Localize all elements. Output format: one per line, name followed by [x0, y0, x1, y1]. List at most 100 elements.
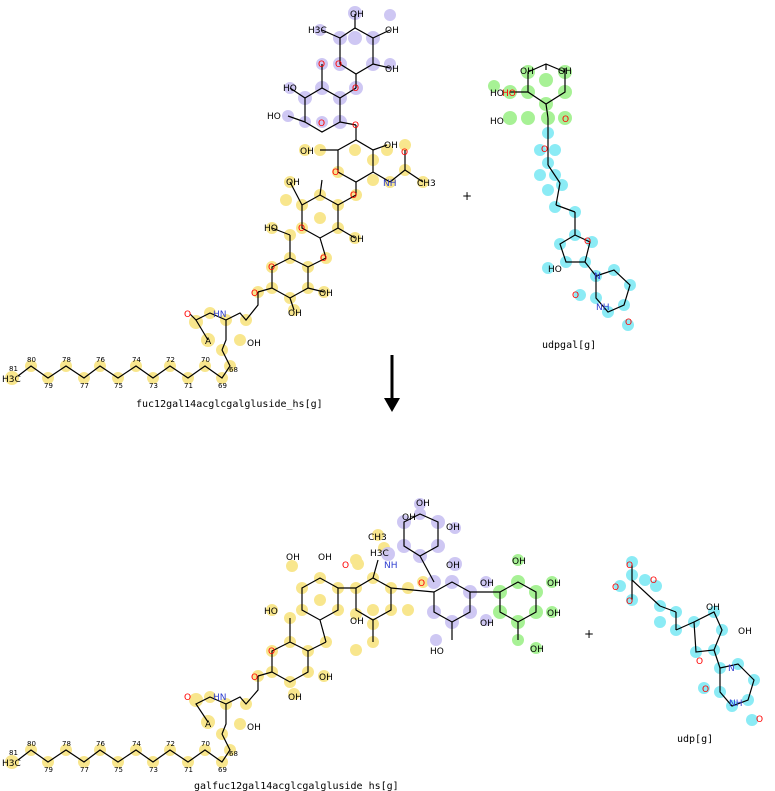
oh-label: OH	[288, 309, 302, 319]
oxygen-label: O	[626, 597, 633, 607]
oxygen-label: O	[702, 685, 709, 695]
oxygen-label: O	[562, 115, 569, 125]
oxygen-label: O	[352, 121, 359, 131]
atom-number: 76	[96, 356, 105, 364]
atom-number: 80	[27, 740, 36, 748]
hn-label: HN	[213, 310, 227, 320]
oh-label: OH	[385, 26, 399, 36]
oh-label: OH	[286, 553, 300, 563]
oh-label: OH	[286, 178, 300, 188]
oh-label: OH	[480, 619, 494, 629]
oh-label: OH	[547, 609, 561, 619]
oh-label: OH	[402, 513, 416, 523]
oxygen-label: O	[625, 318, 632, 328]
ribose-link	[555, 204, 576, 213]
oxygen-label: O	[650, 576, 657, 586]
link	[390, 587, 435, 593]
oxygen-label: O	[584, 237, 591, 247]
oxygen-label: O	[696, 657, 703, 667]
lavender-highlight	[282, 6, 396, 129]
methyl-bond	[321, 29, 341, 39]
atom-number: 78	[62, 740, 71, 748]
nitrogen-label: N	[594, 272, 601, 282]
oxygen-label: O	[612, 583, 619, 593]
ho-label: HO	[283, 84, 297, 94]
atom-number: 74	[132, 356, 141, 364]
oxygen-label: O	[318, 119, 325, 129]
atom-number: 79	[44, 766, 53, 774]
a-label: A	[205, 720, 212, 730]
product-1-caption: galfuc12gal14acglcgalgluside_hs[g]	[194, 781, 399, 791]
plus-sign: +	[462, 189, 472, 203]
oxygen-label: O	[756, 715, 763, 725]
atom-number: 81	[9, 749, 18, 757]
atom-number: 70	[201, 356, 210, 364]
atom-number: 71	[184, 382, 193, 390]
link	[307, 641, 327, 652]
oh-bond-5	[319, 179, 323, 196]
phosphate-bond	[631, 579, 661, 607]
plus-sign: +	[584, 627, 594, 641]
ribose-link	[675, 621, 695, 631]
oh-bond-2	[307, 287, 325, 293]
oxygen-label: O	[350, 191, 357, 201]
uracil-ring	[719, 663, 755, 707]
h3c-label: H3C	[370, 549, 389, 559]
oh-bond-7	[289, 87, 306, 99]
oh-label: OH	[384, 141, 398, 151]
galactose-ring-2	[301, 577, 339, 621]
atom-number: 75	[114, 382, 123, 390]
link	[419, 555, 435, 583]
oh-label: OH	[480, 579, 494, 589]
nitrogen-label: N	[728, 664, 735, 674]
oh-label: OH	[319, 289, 333, 299]
fatty-chain	[17, 349, 231, 379]
atom-number: 81	[9, 365, 18, 373]
atom-number: 73	[149, 382, 158, 390]
ho-label: HO	[430, 647, 444, 657]
atom-number: 75	[114, 766, 123, 774]
fucose-ring-5	[403, 513, 439, 557]
oxygen-label: O	[342, 561, 349, 571]
nh-label: NH	[384, 561, 398, 571]
link	[257, 671, 273, 677]
a-label: A	[205, 337, 212, 347]
oh-bond-11	[372, 63, 391, 69]
oh-label: OH	[350, 617, 364, 627]
atom-number: 78	[62, 356, 71, 364]
product-1-molecule: H3C O HN A OH O O OH OH HO OH OH OH O CH…	[2, 498, 561, 791]
sphingosine-bonds	[221, 292, 259, 351]
oh-label: OH	[319, 673, 333, 683]
oh-label: OH	[547, 579, 561, 589]
ho-label: HO	[264, 224, 278, 234]
oh-label: OH	[247, 723, 261, 733]
oxygen-label: O	[572, 291, 579, 301]
oxygen-label: O	[251, 289, 258, 299]
oxygen-label: O	[320, 254, 327, 264]
oxygen-label: O	[268, 647, 275, 657]
reactant-2-caption: udpgal[g]	[542, 340, 596, 351]
oh-bond-10	[372, 29, 391, 39]
atom-number: 72	[166, 740, 175, 748]
oxygen-label: O	[335, 60, 342, 70]
h3c-label: H3C	[2, 375, 21, 385]
acetyl-bond-1	[389, 169, 406, 183]
oh-label: OH	[288, 693, 302, 703]
nh-label: NH	[596, 303, 610, 313]
nh-label: NH	[383, 179, 397, 189]
lavender-highlight	[381, 498, 492, 646]
oh-label: OH	[512, 557, 526, 567]
oh-label: OH	[738, 627, 752, 637]
hn-label: HN	[213, 693, 227, 703]
oh-label: OH	[530, 645, 544, 655]
nh-label: NH	[729, 699, 743, 709]
ho-label: HO	[264, 607, 278, 617]
phosphate-bond	[547, 164, 561, 184]
atom-number: 72	[166, 356, 175, 364]
carbonyl-bond	[189, 313, 197, 321]
oh-label: OH	[520, 67, 534, 77]
ho-label: HO	[490, 89, 504, 99]
cyan-highlight	[614, 556, 760, 726]
oh-label: OH	[300, 147, 314, 157]
